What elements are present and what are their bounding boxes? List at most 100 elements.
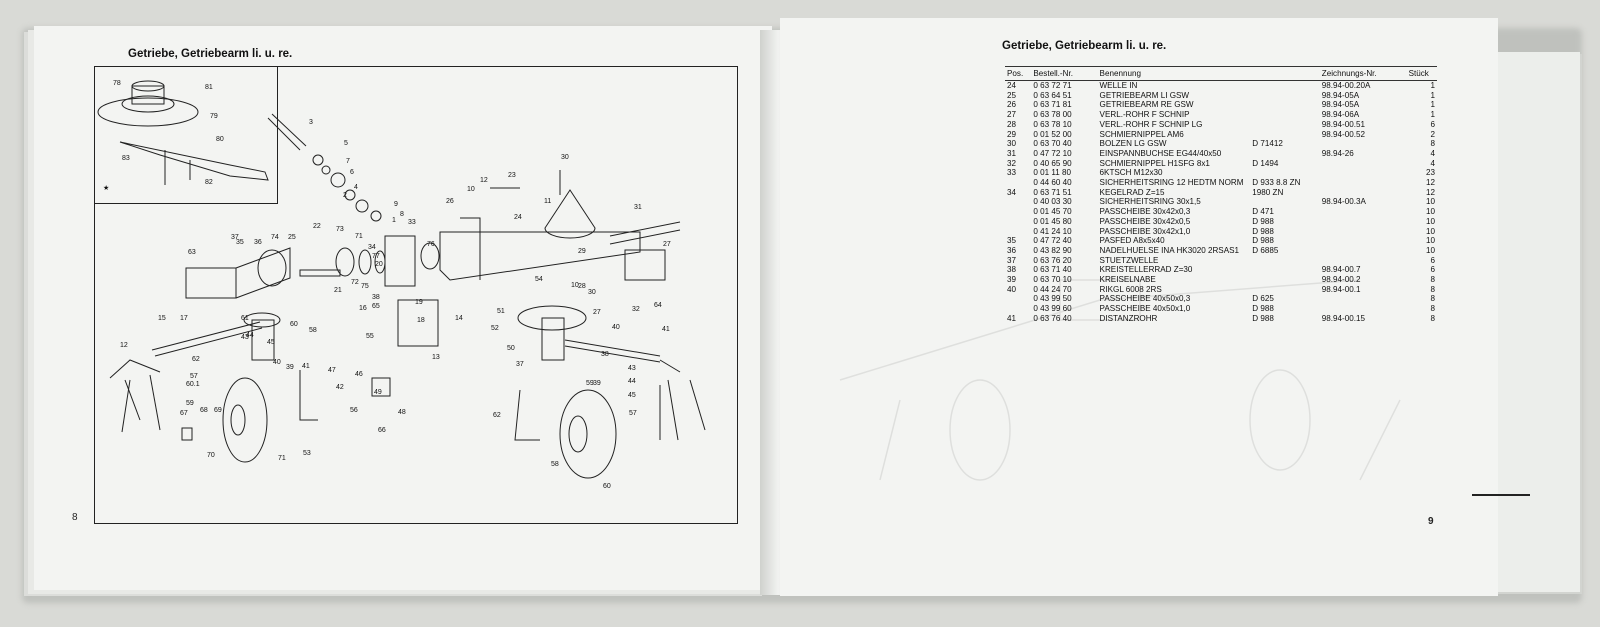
part-callout: 78 bbox=[113, 80, 121, 87]
cell-drawing-number: 98.94-00.7 bbox=[1321, 265, 1361, 275]
part-callout: 71 bbox=[278, 455, 286, 462]
cell-description: EINSPANNBUCHSE EG44/40x50 bbox=[1099, 148, 1222, 158]
part-callout: 30 bbox=[561, 154, 569, 161]
cell-norm bbox=[1250, 149, 1320, 159]
part-callout: 34 bbox=[368, 244, 376, 251]
cell-order-number: 0 01 45 70 bbox=[1033, 207, 1072, 217]
part-callout: 77 bbox=[372, 253, 380, 260]
part-callout: 42 bbox=[336, 384, 344, 391]
cell-norm bbox=[1250, 110, 1320, 120]
part-callout: 2 bbox=[343, 192, 347, 199]
diagram-frame bbox=[94, 66, 738, 524]
cell-quantity: 8 bbox=[1430, 294, 1435, 304]
cell-pos: 39 bbox=[1007, 275, 1017, 285]
page-edge-rule bbox=[1472, 494, 1530, 496]
cell-quantity: 8 bbox=[1430, 275, 1435, 285]
part-callout: 50 bbox=[507, 345, 515, 352]
part-callout: ★ bbox=[103, 184, 109, 192]
cell-description: STUETZWELLE bbox=[1099, 255, 1159, 265]
cell-quantity: 8 bbox=[1430, 284, 1435, 294]
part-callout: 81 bbox=[205, 84, 213, 91]
cell-norm bbox=[1250, 285, 1320, 295]
cell-norm bbox=[1250, 197, 1320, 207]
part-callout: 14 bbox=[455, 315, 463, 322]
cell-order-number: 0 43 99 50 bbox=[1033, 294, 1072, 304]
right-page bbox=[780, 18, 1498, 596]
part-callout: 52 bbox=[491, 325, 499, 332]
cell-pos: 35 bbox=[1007, 236, 1017, 246]
part-callout: 44 bbox=[628, 378, 636, 385]
inset-detail-frame bbox=[94, 66, 278, 204]
cell-drawing-number bbox=[1320, 207, 1407, 217]
part-callout: 61 bbox=[241, 315, 249, 322]
cell-drawing-number bbox=[1320, 168, 1407, 178]
part-callout: 68 bbox=[200, 407, 208, 414]
parts-list-table: Pos. Bestell.-Nr. Benennung Zeichnungs-N… bbox=[1005, 66, 1437, 324]
part-callout: 57 bbox=[629, 410, 637, 417]
cell-description: SCHMIERNIPPEL H1SFG 8x1 bbox=[1099, 158, 1210, 168]
part-callout: 51 bbox=[497, 308, 505, 315]
part-callout: 71 bbox=[355, 233, 363, 240]
part-callout: 40 bbox=[612, 324, 620, 331]
part-callout: 73 bbox=[336, 226, 344, 233]
cell-order-number: 0 40 65 90 bbox=[1033, 158, 1072, 168]
cell-order-number: 0 47 72 40 bbox=[1033, 236, 1072, 246]
part-callout: 63 bbox=[188, 249, 196, 256]
part-callout: 65 bbox=[372, 303, 380, 310]
col-quantity: Stück bbox=[1406, 66, 1437, 81]
part-callout: 43 bbox=[241, 334, 249, 341]
cell-order-number: 0 63 71 51 bbox=[1033, 187, 1072, 197]
part-callout: 64 bbox=[654, 302, 662, 309]
part-callout: 30 bbox=[588, 289, 596, 296]
part-callout: 67 bbox=[180, 410, 188, 417]
cell-order-number: 0 63 78 00 bbox=[1033, 110, 1072, 120]
cell-order-number: 0 63 76 20 bbox=[1033, 255, 1072, 265]
part-callout: 53 bbox=[303, 450, 311, 457]
left-page-title: Getriebe, Getriebearm li. u. re. bbox=[128, 48, 293, 60]
cell-pos: 28 bbox=[1007, 119, 1017, 129]
cell-order-number: 0 41 24 10 bbox=[1033, 226, 1072, 236]
cell-pos: 32 bbox=[1007, 158, 1017, 168]
cell-pos: 36 bbox=[1007, 245, 1017, 255]
part-callout: 74 bbox=[271, 234, 279, 241]
part-callout: 15 bbox=[158, 315, 166, 322]
cell-norm: D 625 bbox=[1252, 294, 1274, 304]
cell-quantity: 8 bbox=[1430, 313, 1435, 323]
cell-quantity: 4 bbox=[1430, 148, 1435, 158]
part-callout: 60 bbox=[603, 483, 611, 490]
part-callout: 49 bbox=[374, 389, 382, 396]
part-callout: 41 bbox=[662, 326, 670, 333]
cell-description: KREISELNABE bbox=[1099, 275, 1156, 285]
right-page-title: Getriebe, Getriebearm li. u. re. bbox=[1002, 40, 1167, 52]
part-callout: 60 bbox=[290, 321, 298, 328]
part-callout: 76 bbox=[427, 241, 435, 248]
cell-drawing-number: 98.94-00.2 bbox=[1321, 275, 1361, 285]
cell-order-number: 0 01 11 80 bbox=[1033, 168, 1072, 178]
cell-drawing-number bbox=[1320, 294, 1407, 304]
part-callout: 45 bbox=[267, 339, 275, 346]
part-callout: 26 bbox=[446, 198, 454, 205]
cell-norm bbox=[1250, 275, 1320, 285]
cell-drawing-number: 98.94-26 bbox=[1321, 148, 1354, 158]
part-callout: 31 bbox=[634, 204, 642, 211]
cell-norm bbox=[1250, 256, 1320, 266]
cell-description: SICHERHEITSRING 12 HEDTM NORM bbox=[1099, 178, 1244, 188]
cell-pos: 41 bbox=[1007, 313, 1017, 323]
cell-description: PASSCHEIBE 40x50x1,0 bbox=[1099, 304, 1191, 314]
cell-order-number: 0 40 03 30 bbox=[1033, 197, 1072, 207]
part-callout: 75 bbox=[361, 283, 369, 290]
cell-drawing-number: 98.94-00.51 bbox=[1321, 119, 1365, 129]
part-callout: 36 bbox=[254, 239, 262, 246]
part-callout: 47 bbox=[328, 367, 336, 374]
part-callout: 41 bbox=[302, 363, 310, 370]
part-callout: 10 bbox=[571, 282, 579, 289]
cell-pos bbox=[1005, 304, 1031, 314]
